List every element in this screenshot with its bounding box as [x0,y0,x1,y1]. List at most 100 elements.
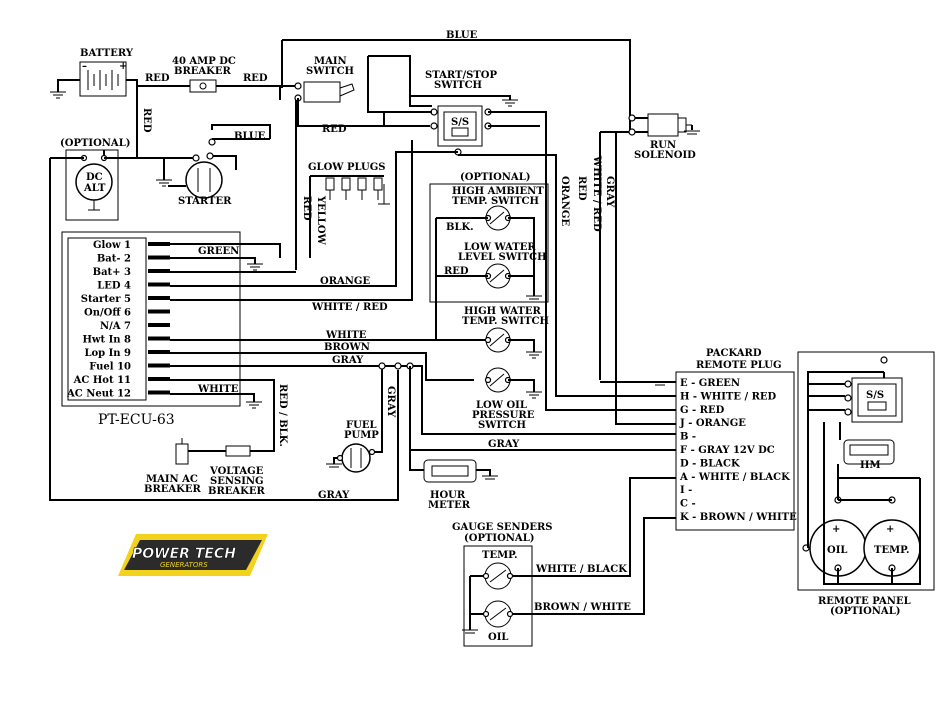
svg-text:WHITE / BLACK: WHITE / BLACK [535,564,627,575]
ecu-pin-terminal [148,323,170,327]
svg-text:WHITE / RED: WHITE / RED [591,155,602,232]
low-oil-pressure-switch: LOW OIL PRESSURE SWITCH [472,367,535,431]
packard-pin-label: G - RED [680,405,725,416]
ground-icon [462,629,478,634]
svg-text:HOUR: HOUR [430,490,466,501]
ecu-pin-label: Bat+ 3 [93,267,131,278]
svg-text:GRAY: GRAY [488,439,520,450]
svg-text:STARTER: STARTER [178,196,232,207]
packard-pin-label: E - GREEN [680,378,740,389]
power-tech-logo: POWER TECH GENERATORS [118,534,268,576]
ecu-pin-terminal [148,282,170,287]
svg-text:RED: RED [141,108,152,133]
svg-text:LOW OIL: LOW OIL [476,400,527,411]
svg-text:METER: METER [428,500,471,511]
svg-text:MAIN AC: MAIN AC [146,474,198,485]
svg-text:GAUGE SENDERS: GAUGE SENDERS [452,522,552,533]
optional-sensor-box: (OPTIONAL) HIGH AMBIENT TEMP. SWITCH BLK… [429,172,549,303]
remote-panel: S/S HM OIL + – TEMP. + – REMOTE PANEL (O… [797,351,935,617]
run-solenoid: RUN SOLENOID [628,113,696,161]
svg-text:RUN: RUN [650,140,676,151]
svg-text:LOW WATER: LOW WATER [464,242,536,253]
high-water-temp-switch: HIGH WATER TEMP. SWITCH [462,306,549,353]
svg-text:ORANGE: ORANGE [320,276,370,287]
ground-icon [50,91,66,99]
svg-text:–: – [82,61,87,72]
svg-text:GRAY: GRAY [385,386,396,418]
svg-text:SENSING: SENSING [210,476,264,487]
svg-text:ORANGE: ORANGE [559,176,570,226]
ecu-name: PT-ECU-63 [98,412,175,428]
svg-text:WHITE: WHITE [325,330,367,341]
svg-text:GRAY: GRAY [604,176,615,208]
svg-text:WHITE / RED: WHITE / RED [311,302,388,313]
starter: STARTER [178,138,232,207]
svg-text:GLOW PLUGS: GLOW PLUGS [308,162,385,173]
packard-pin-label: F - GRAY 12V DC [680,445,775,456]
svg-text:BLUE: BLUE [446,30,478,41]
packard-pin-label: K - BROWN / WHITE [680,512,797,523]
svg-text:SWITCH: SWITCH [478,420,526,431]
svg-text:PACKARD: PACKARD [706,348,762,359]
svg-text:+: + [119,61,127,72]
ecu-pin-terminal [148,269,170,273]
ecu-pin-terminal [148,390,170,395]
svg-text:BROWN: BROWN [324,342,370,353]
packard-pin-label: A - WHITE / BLACK [679,472,790,483]
svg-text:YELLOW: YELLOW [315,195,326,246]
ecu-pin-terminal [148,309,170,314]
svg-text:GENERATORS: GENERATORS [160,561,208,569]
svg-text:PUMP: PUMP [344,430,379,441]
svg-text:TEMP. SWITCH: TEMP. SWITCH [452,196,539,207]
svg-text:REMOTE PANEL: REMOTE PANEL [818,596,911,607]
svg-text:SWITCH: SWITCH [306,66,354,77]
ground-icon [247,263,263,271]
packard-pin-label: B - [680,432,696,443]
ecu-pin-label: Fuel 10 [89,362,131,373]
ecu-pin-label: On/Off 6 [84,308,131,319]
svg-text:WHITE: WHITE [197,384,239,395]
fuel-pump: FUEL PUMP [336,420,379,473]
ecu-pin-label: Glow 1 [93,240,131,251]
svg-text:POWER TECH: POWER TECH [132,546,236,562]
svg-text:GRAY: GRAY [318,490,350,501]
dc-breaker: 40 AMP DC BREAKER [172,56,236,93]
svg-text:REMOTE PLUG: REMOTE PLUG [696,360,782,371]
svg-text:ALT: ALT [83,183,106,194]
svg-text:(OPTIONAL): (OPTIONAL) [60,138,130,149]
ecu-pin-label: N/A 7 [100,321,131,332]
svg-text:RED / BLK.: RED / BLK. [277,384,288,447]
svg-text:GREEN: GREEN [198,246,239,257]
ecu-pin-terminal [148,296,170,300]
svg-text:LEVEL SWITCH: LEVEL SWITCH [458,252,547,263]
ground-icon [502,99,518,107]
packard-pin-label: C - [680,499,696,510]
ecu-pin-terminal [148,242,170,246]
svg-text:(OPTIONAL): (OPTIONAL) [460,172,530,183]
svg-text:RED: RED [576,176,587,201]
svg-text:START/STOP: START/STOP [425,70,497,81]
packard-pin-label: J - ORANGE [679,418,746,429]
svg-text:+: + [886,524,894,535]
main-ac-breaker: MAIN AC BREAKER [144,438,201,495]
ecu-pin-terminal [148,255,170,260]
ecu-pin-terminal [148,350,170,354]
svg-text:S/S: S/S [451,117,469,128]
svg-text:TEMP. SWITCH: TEMP. SWITCH [462,316,549,327]
gauge-senders: GAUGE SENDERS (OPTIONAL) TEMP. OIL [452,522,552,647]
svg-text:SWITCH: SWITCH [434,80,482,91]
svg-text:(OPTIONAL): (OPTIONAL) [830,606,900,617]
svg-text:DC: DC [86,172,103,183]
ecu-pin-terminal [148,363,170,368]
svg-text:HIGH WATER: HIGH WATER [464,306,541,317]
ground-icon [684,130,700,135]
start-stop-switch[interactable]: S/S START/STOP SWITCH [425,70,497,156]
svg-text:FUEL: FUEL [346,420,376,431]
svg-text:GRAY: GRAY [332,355,364,366]
ground-icon [156,179,172,187]
